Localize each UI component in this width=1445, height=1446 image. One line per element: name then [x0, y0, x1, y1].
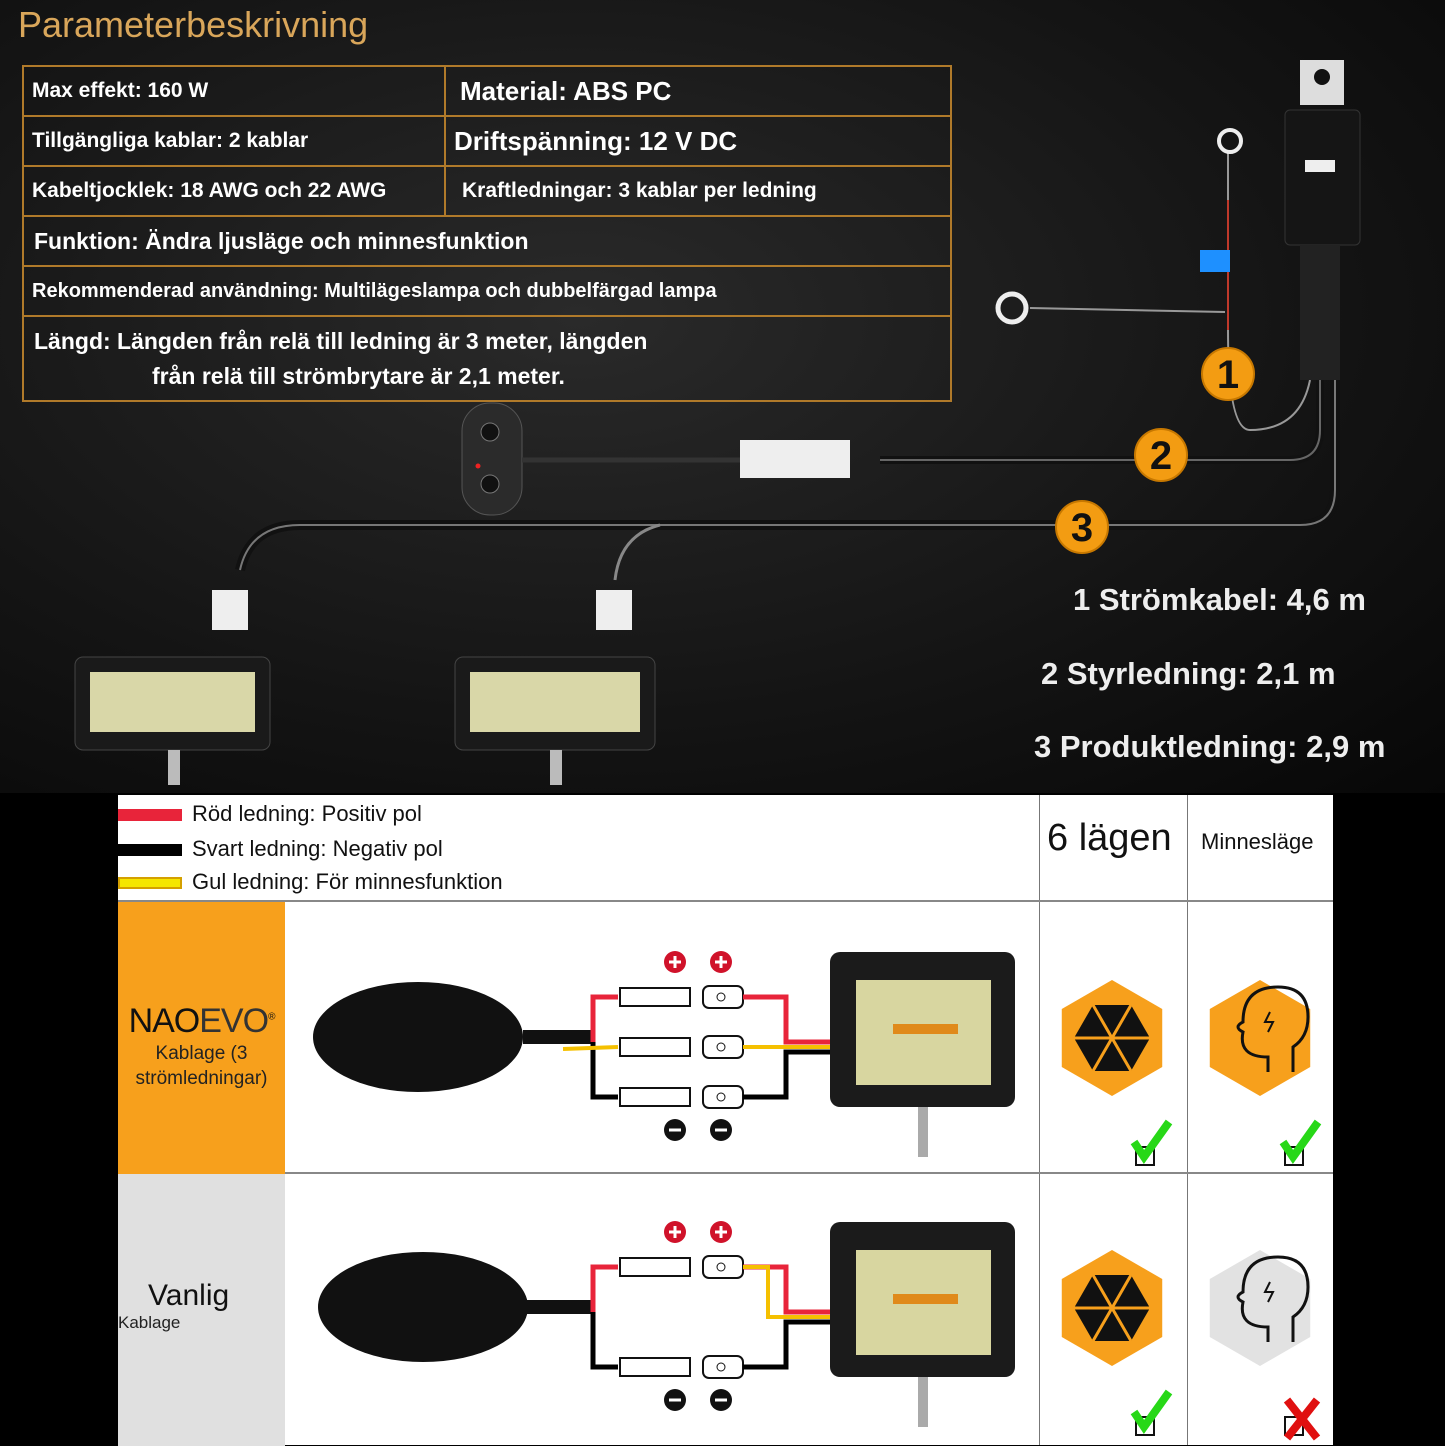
red-wire — [590, 994, 618, 1042]
spec-power-leads: Kraftledningar: 3 kablar per ledning — [444, 165, 952, 217]
black-wire — [590, 1042, 618, 1100]
row-standard-label: Vanlig Kablage — [118, 1174, 285, 1446]
spec-length-line1: Längd: Längden från relä till ledning är… — [34, 327, 648, 354]
cable-label-control: 2 Styrledning: 2,1 m — [1041, 656, 1336, 691]
cross-icon — [1283, 1397, 1321, 1441]
header-modes: 6 lägen — [1047, 817, 1172, 859]
check-icon — [1130, 1119, 1173, 1165]
harness-icon — [318, 1252, 528, 1362]
cable — [523, 1030, 593, 1044]
red-wire — [743, 1264, 830, 1315]
male-connector-icon — [619, 1087, 691, 1107]
checkbox-icon — [1135, 1416, 1155, 1436]
female-connector-icon — [702, 1355, 744, 1379]
legend-black: Svart ledning: Negativ pol — [118, 836, 443, 862]
red-swatch — [118, 809, 182, 822]
spec-voltage: Driftspänning: 12 V DC — [444, 115, 952, 167]
head-bulb-icon — [1236, 985, 1310, 1072]
row-sub: Kablage (3 strömledningar) — [135, 1043, 268, 1089]
checkbox-icon — [1135, 1146, 1155, 1166]
badge-3: 3 — [1055, 500, 1109, 554]
female-connector-icon — [702, 1085, 744, 1109]
check-icon — [1279, 1119, 1322, 1165]
connector-icon — [740, 440, 850, 478]
switch-icon — [461, 402, 523, 516]
page-title: Parameterbeskrivning — [18, 4, 369, 45]
female-connector-icon — [702, 1255, 744, 1279]
badge-2: 2 — [1134, 428, 1188, 482]
row-brand: Vanlig — [148, 1279, 230, 1312]
female-connector-icon — [702, 1035, 744, 1059]
spec-usage: Rekommenderad användning: Multilägeslamp… — [22, 265, 952, 317]
memory-mode-icon — [1209, 1250, 1311, 1366]
black-wire — [590, 1312, 618, 1370]
ring-terminal-icon — [995, 291, 1029, 325]
wiring-diagrams — [313, 951, 1322, 1441]
legend-text: Gul ledning: För minnesfunktion — [192, 869, 503, 894]
black-swatch — [118, 844, 182, 857]
comparison-table: Röd ledning: Positiv pol Svart ledning: … — [118, 795, 1333, 1446]
spec-length: Längd: Längden från relä till ledning är… — [22, 315, 952, 402]
naoevo-logo: NAOEVO® — [128, 1002, 276, 1040]
spec-length-line2: från relä till strömbrytare är 2,1 meter… — [152, 362, 565, 389]
legend-yellow: Gul ledning: För minnesfunktion — [118, 869, 503, 895]
badge-1: 1 — [1201, 347, 1255, 401]
male-connector-icon — [619, 1037, 691, 1057]
header-memory: Minnesläge — [1201, 829, 1314, 854]
spec-max-power: Max effekt: 160 W — [22, 65, 446, 117]
yellow-wire — [743, 1265, 830, 1319]
red-wire — [743, 994, 830, 1045]
male-connector-icon — [619, 1257, 691, 1277]
red-wire — [590, 1264, 618, 1312]
check-icon — [1130, 1389, 1173, 1435]
female-connector-icon — [702, 985, 744, 1009]
black-wire — [743, 1319, 830, 1370]
wiring-harness-illustration — [74, 60, 1361, 785]
head-bulb-icon — [1236, 1255, 1310, 1342]
cable — [523, 1300, 593, 1314]
fuse-holder-icon — [1200, 250, 1230, 272]
legend-red: Röd ledning: Positiv pol — [118, 801, 422, 827]
ring-terminal-icon — [1217, 128, 1243, 154]
spec-material: Material: ABS PC — [444, 65, 952, 117]
yellow-wire — [562, 1045, 619, 1051]
spec-function: Funktion: Ändra ljusläge och minnesfunkt… — [22, 215, 952, 267]
black-wire — [743, 1049, 830, 1100]
relay-icon — [1284, 60, 1361, 380]
memory-mode-icon — [1209, 980, 1311, 1096]
spec-thickness: Kabeltjocklek: 18 AWG och 22 AWG — [22, 165, 446, 217]
harness-icon — [313, 982, 523, 1092]
row-naoevo-label: NAOEVO® Kablage (3 strömledningar) — [118, 902, 285, 1174]
male-connector-icon — [619, 987, 691, 1007]
cable-label-power: 1 Strömkabel: 4,6 m — [1073, 582, 1366, 617]
legend-text: Svart ledning: Negativ pol — [192, 836, 443, 861]
light-bar-icon — [74, 590, 271, 785]
yellow-swatch — [118, 877, 182, 890]
spec-cables: Tillgängliga kablar: 2 kablar — [22, 115, 446, 167]
checkbox-icon — [1284, 1146, 1304, 1166]
light-bar-icon — [454, 590, 656, 785]
male-connector-icon — [619, 1357, 691, 1377]
cable-label-product: 3 Produktledning: 2,9 m — [1034, 729, 1386, 764]
legend-text: Röd ledning: Positiv pol — [192, 801, 422, 826]
row-sub: Kablage — [118, 1313, 181, 1332]
